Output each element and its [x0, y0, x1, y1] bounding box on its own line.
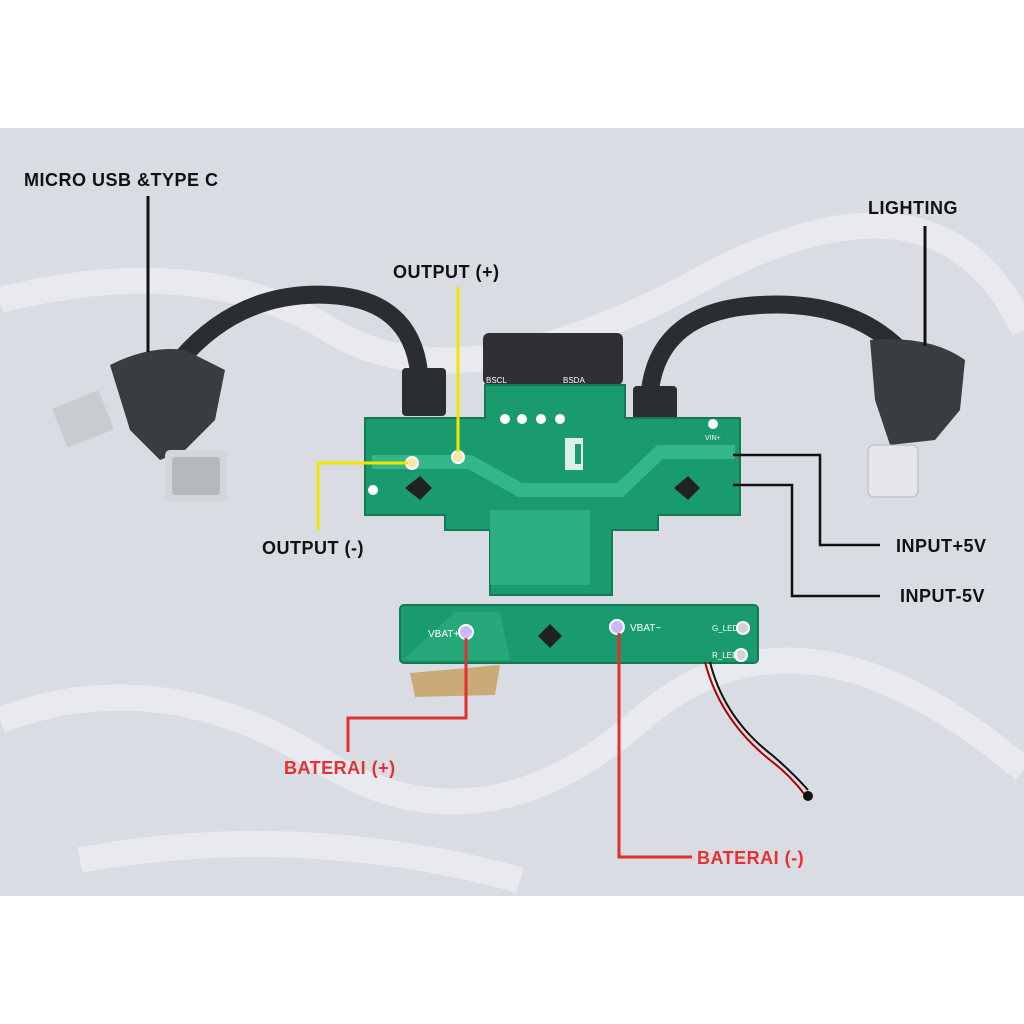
silk-vbat-pos: VBAT+ — [428, 629, 459, 640]
tape-piece — [410, 665, 500, 697]
label-lighting: LIGHTING — [868, 198, 958, 218]
pcb-board: BSCL BSDA VBAT+ VBAT− G_LED R_LED VIN+ — [364, 333, 759, 664]
leader-baterai-pos — [346, 638, 468, 752]
silk-bscl: BSCL — [486, 376, 507, 385]
silk-vbat-neg: VBAT− — [630, 623, 661, 634]
silk-bsda: BSDA — [563, 376, 585, 385]
vbat-neg-pad — [609, 619, 625, 635]
leader-input-neg — [733, 483, 880, 598]
label-micro-usb-type-c: MICRO USB &TYPE C — [24, 170, 219, 190]
label-baterai-neg: BATERAI (-) — [697, 848, 804, 868]
usb-cable-left — [52, 285, 446, 502]
label-input-pos: INPUT+5V — [896, 536, 987, 556]
leader-baterai-neg — [617, 633, 692, 859]
usb-port — [483, 333, 623, 385]
label-baterai-pos: BATERAI (+) — [284, 758, 396, 778]
leader-output-neg — [316, 461, 408, 530]
mount-clip-right — [674, 476, 700, 500]
output-pos-pad — [451, 450, 465, 464]
leader-input-pos — [733, 453, 880, 547]
silk-vin-pos: VIN+ — [705, 435, 721, 442]
mount-clip-bottom — [538, 624, 562, 648]
silk-g-led: G_LED — [712, 624, 738, 633]
vbat-pos-pad — [458, 624, 474, 640]
r-led-pad — [734, 648, 748, 662]
mount-clip-left — [405, 476, 432, 500]
thermistor-bead — [803, 791, 813, 801]
label-input-neg: INPUT-5V — [900, 586, 985, 606]
silk-r-led: R_LED — [712, 651, 738, 660]
g-led-pad — [736, 621, 750, 635]
label-output-neg: OUTPUT (-) — [262, 538, 364, 558]
label-output-pos: OUTPUT (+) — [393, 262, 500, 282]
lightning-cable-right — [633, 295, 965, 498]
thermistor-wire — [704, 661, 806, 796]
